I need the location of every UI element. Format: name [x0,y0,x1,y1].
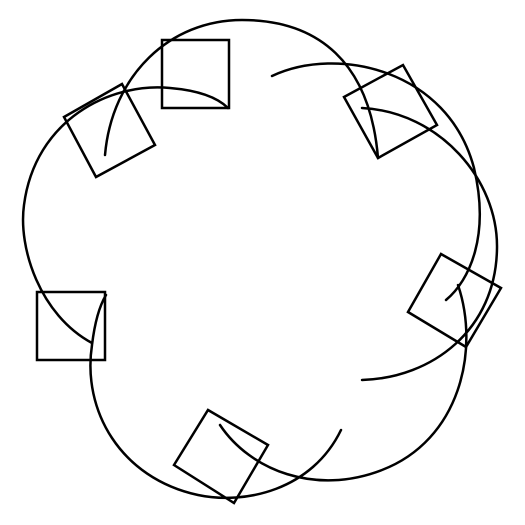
arc-lower-right [360,106,499,382]
square-left [35,290,107,362]
arc-lower-left [89,293,343,500]
arc-right [270,62,481,302]
square-upper-left [62,82,157,179]
square-bottom [172,408,270,505]
square-upper-right [342,63,439,160]
square-right [406,252,503,349]
arc-left [21,86,230,345]
square-top [160,38,231,110]
square-group [35,38,503,505]
arc-bottom [218,283,468,482]
arc-group [21,18,499,500]
